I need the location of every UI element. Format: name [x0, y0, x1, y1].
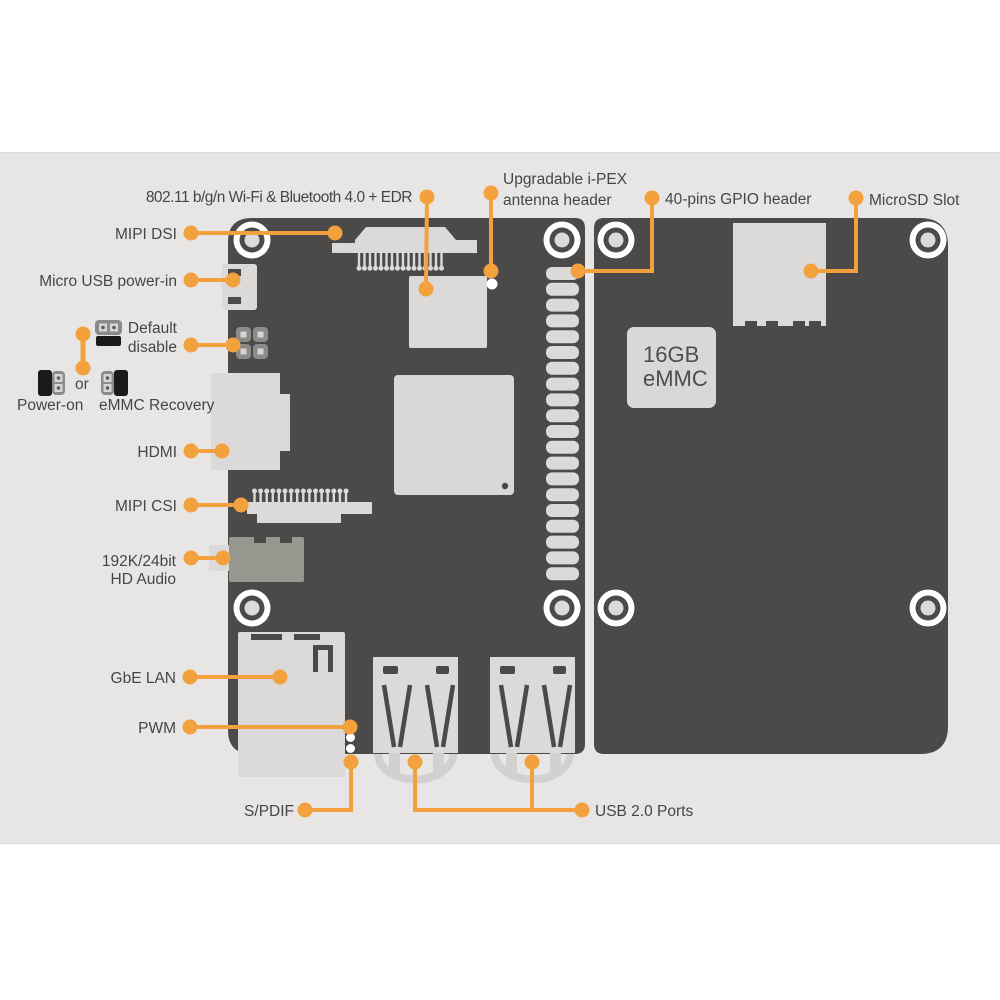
- band-bottom-edge: [0, 843, 1000, 844]
- callout-jumper-link: [75, 326, 91, 376]
- callout-micro-usb: [183, 272, 241, 288]
- main-board: [209, 218, 585, 784]
- gbe-lan-label: GbE LAN: [111, 670, 176, 687]
- mipi-dsi-connector: [332, 227, 477, 271]
- jumper-default-disable-icon: [95, 320, 122, 346]
- cpu-chip: [394, 375, 514, 495]
- spdif-label: S/PDIF: [244, 803, 294, 820]
- wifi-label: 802.11 b/g/n Wi-Fi & Bluetooth 4.0 + EDR: [146, 189, 412, 206]
- ipex-antenna-header-icon: [486, 278, 498, 290]
- hd-audio-label-line2: HD Audio: [111, 571, 176, 588]
- callout-pwm: [182, 719, 358, 735]
- mipi-csi-label: MIPI CSI: [115, 498, 177, 515]
- callout-ipex: [483, 185, 499, 279]
- screw-hole-icon: [233, 221, 581, 627]
- gpio-label: 40-pins GPIO header: [665, 191, 811, 208]
- callout-lines: [75, 185, 864, 818]
- mipi-csi-connector: [247, 488, 372, 523]
- emmc-recovery-label: eMMC Recovery: [99, 397, 215, 414]
- jumper-emmc-recovery-icon: [101, 370, 128, 396]
- ipex-label-line1: Upgradable i-PEX: [503, 171, 628, 188]
- callout-mipi-dsi: [183, 225, 343, 241]
- callout-hdmi: [183, 443, 230, 459]
- or-label: or: [75, 376, 89, 393]
- micro-usb-label: Micro USB power-in: [39, 273, 177, 290]
- jumper-legend: [38, 320, 128, 396]
- hd-audio-label-line1: 192K/24bit: [102, 553, 177, 570]
- microsd-label: MicroSD Slot: [869, 192, 960, 209]
- callout-spdif: [297, 754, 359, 818]
- mipi-dsi-label: MIPI DSI: [115, 226, 177, 243]
- lan-tab-icon: [313, 645, 333, 672]
- default-disable-label-line2: disable: [128, 339, 177, 356]
- callout-usb: [407, 754, 590, 818]
- gbe-lan-connector: [238, 632, 345, 777]
- pwm-label: PWM: [138, 720, 176, 737]
- callout-mipi-csi: [183, 497, 249, 513]
- default-disable-label-line1: Default: [128, 320, 178, 337]
- callout-default-disable: [183, 337, 241, 353]
- usb-label: USB 2.0 Ports: [595, 803, 693, 820]
- usb-port-2: [490, 657, 575, 784]
- callout-gbe-lan: [182, 669, 288, 685]
- chip-pin1-dot: [501, 482, 509, 490]
- micro-usb-connector: [222, 264, 257, 310]
- emmc-chip: 16GB eMMC: [627, 327, 716, 408]
- emmc-chip-type: eMMC: [643, 366, 708, 391]
- edge-pin-dots: [346, 733, 355, 753]
- band-top-edge: [0, 152, 1000, 153]
- ipex-label-line2: antenna header: [503, 192, 612, 209]
- power-on-label: Power-on: [17, 397, 83, 414]
- callout-wifi: [418, 189, 435, 297]
- screw-hole-icon: [597, 221, 947, 627]
- labels: 802.11 b/g/n Wi-Fi & Bluetooth 4.0 + EDR…: [17, 171, 960, 820]
- hdmi-label: HDMI: [137, 444, 177, 461]
- callout-microsd: [803, 190, 864, 279]
- callout-hd-audio: [183, 550, 231, 566]
- callout-gpio: [570, 190, 660, 279]
- jumper-power-on-icon: [38, 370, 65, 396]
- emmc-board: 16GB eMMC: [594, 218, 948, 754]
- emmc-chip-capacity: 16GB: [643, 342, 699, 367]
